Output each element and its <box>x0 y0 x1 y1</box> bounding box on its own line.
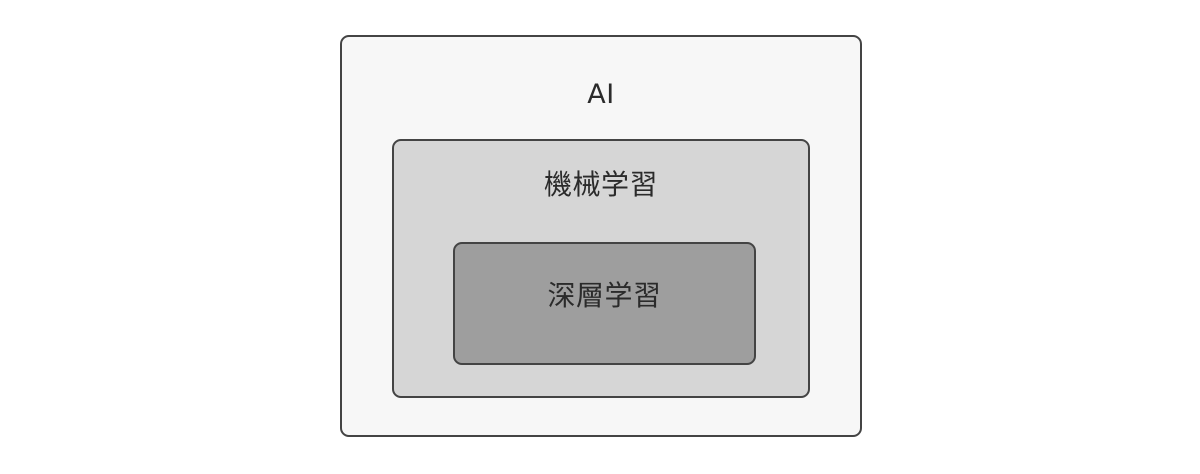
machine-learning-box-label: 機械学習 <box>543 168 658 201</box>
ai-box: AI 機械学習 深層学習 <box>340 35 862 437</box>
machine-learning-box: 機械学習 深層学習 <box>392 139 810 398</box>
deep-learning-box-label: 深層学習 <box>547 279 662 312</box>
ai-box-label: AI <box>587 79 615 110</box>
deep-learning-box: 深層学習 <box>453 242 756 365</box>
